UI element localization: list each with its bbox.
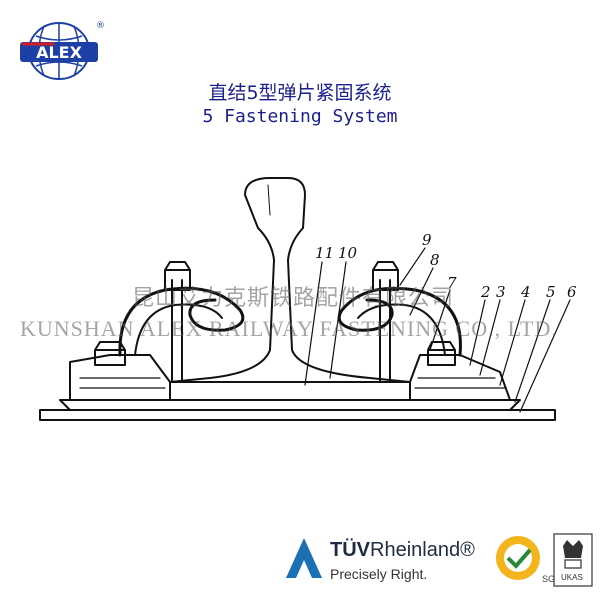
alex-logo: ALEX ® [20, 21, 104, 80]
part-label: 5 [546, 283, 556, 301]
title-english: 5 Fastening System [202, 106, 398, 127]
left-shoulder [69, 354, 171, 401]
tie-plate [59, 399, 521, 411]
registered-mark: ® [96, 21, 104, 31]
watermark-english: KUNSHAN ALEX RAILWAY FASTENING CO., LTD. [20, 316, 558, 341]
rail [169, 177, 411, 383]
part-label: 2 [480, 283, 491, 301]
sgs-label: SGS [542, 574, 561, 584]
ukas-crown-icon: UKAS [553, 533, 593, 587]
right-shoulder [409, 354, 511, 401]
base-plate [39, 409, 556, 421]
left-clip [118, 286, 245, 357]
tuv-rheinland-wordmark: TÜVRheinland® [330, 539, 475, 561]
right-bolt [372, 261, 399, 383]
left-nut [94, 341, 126, 366]
part-label: 3 [496, 283, 506, 301]
part-label: 4 [520, 283, 531, 301]
logo-text: ALEX [36, 43, 83, 62]
right-nut [427, 341, 456, 366]
right-clip [337, 286, 462, 357]
fastening-diagram: 11 10 9 8 7 2 3 4 5 6 [39, 177, 577, 421]
tuv-triangle-icon [286, 538, 322, 578]
part-label: 11 [315, 244, 334, 262]
ukas-label: UKAS [561, 573, 583, 582]
rail-pad [169, 381, 411, 401]
leader-lines [304, 247, 571, 413]
certification-logos: SGS UKAS [286, 533, 593, 587]
part-label: 8 [430, 251, 440, 269]
part-label: 7 [447, 274, 457, 292]
sgs-badge-icon: SGS [496, 536, 561, 584]
watermark-chinese: 昆山艾力克斯铁路配件有限公司 [132, 286, 455, 311]
part-label: 10 [338, 244, 358, 262]
title-chinese: 直结5型弹片紧固系统 [208, 82, 392, 104]
left-bolt [164, 261, 191, 383]
part-label: 6 [567, 283, 577, 301]
tuv-slogan: Precisely Right. [330, 566, 428, 582]
part-label: 9 [422, 231, 432, 249]
